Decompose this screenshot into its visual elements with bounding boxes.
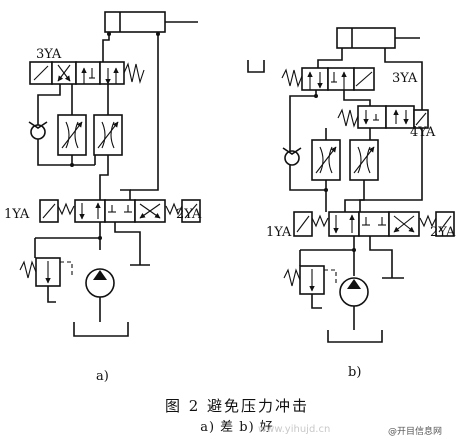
figure-subtitle: a) 差 b) 好 — [200, 420, 274, 435]
check-valve-b — [282, 147, 302, 166]
pump-b — [327, 277, 383, 343]
figure-title: 图 2 避免压力冲击 — [164, 397, 310, 415]
relief-valve-a — [19, 257, 73, 303]
label-a: a) — [96, 369, 109, 384]
cylinder-a-port-left — [102, 32, 110, 60]
valve-3ya-b — [281, 67, 375, 91]
cylinder-a-port-right — [130, 32, 159, 191]
pump-a — [73, 268, 129, 337]
circuit-a — [19, 11, 201, 337]
throttle-valves-a — [57, 114, 123, 156]
label-3ya-a: 3YA — [36, 47, 62, 62]
valve-3ya-a — [29, 61, 145, 85]
watermark: @开目信息网 — [388, 427, 443, 437]
label-2ya-b: 2YA — [430, 225, 456, 240]
watermark-url: www.yihujd.cn — [258, 424, 331, 435]
relief-valve-b — [283, 265, 337, 309]
main-valve-a — [39, 199, 201, 223]
cylinder-b — [336, 27, 420, 49]
valve-4ya-b — [337, 105, 429, 129]
label-1ya-a: 1YA — [4, 207, 30, 222]
label-1ya-b: 1YA — [266, 225, 292, 240]
hydraulic-circuit-diagram: 3YA 1YA 2YA a) 3YA 4YA 1YA 2YA b) — [4, 11, 456, 384]
cylinder-b-port-left — [317, 48, 343, 68]
label-4ya-b: 4YA — [410, 125, 436, 140]
cylinder-b-port-right — [359, 48, 423, 212]
cylinder-a — [104, 11, 198, 33]
main-valve-b — [293, 211, 455, 237]
label-2ya-a: 2YA — [176, 207, 202, 222]
label-b: b) — [348, 365, 361, 380]
circuit-b — [247, 27, 455, 343]
throttle-valves-b — [311, 139, 379, 181]
check-valve-a — [28, 121, 48, 140]
label-3ya-b: 3YA — [392, 71, 418, 86]
